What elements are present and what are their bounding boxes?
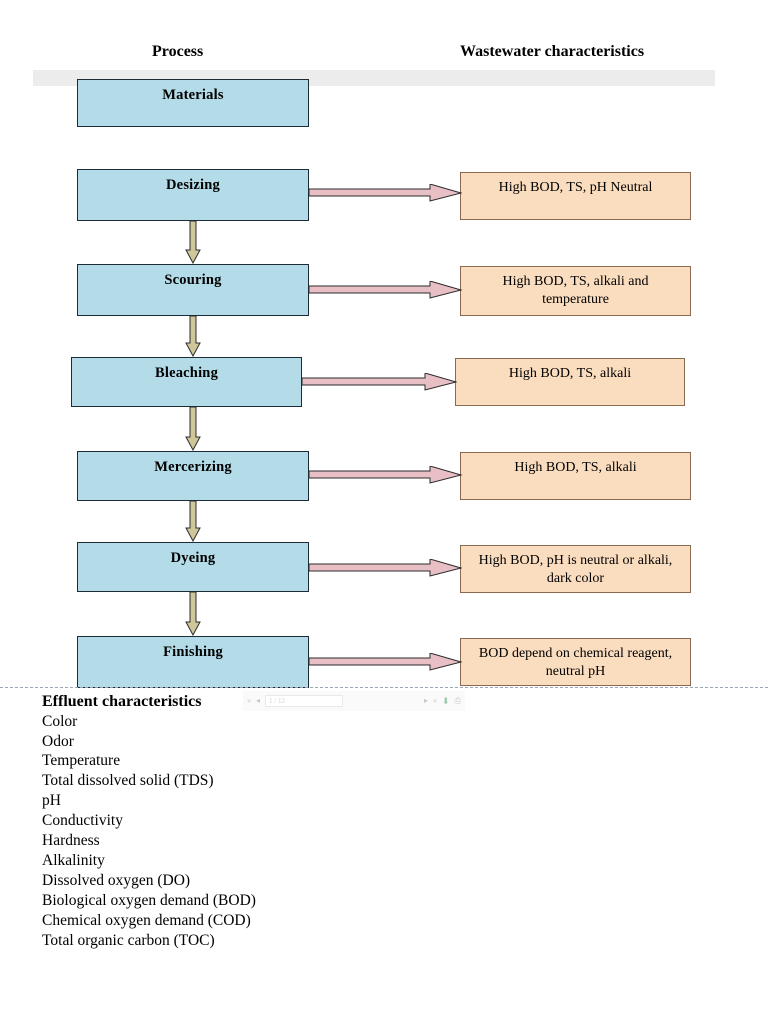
download-icon[interactable]: ⬇ [442,695,450,706]
wastewater-box-dyeing[interactable]: High BOD, pH is neutral or alkali, dark … [460,545,691,593]
effluent-arrow-scouring [309,281,462,299]
wastewater-box-label: High BOD, pH is neutral or alkali, dark … [478,553,673,586]
effluent-arrow-bleaching [302,373,457,391]
wastewater-box-finishing[interactable]: BOD depend on chemical reagent, neutral … [460,638,691,686]
wastewater-box-label: BOD depend on chemical reagent, neutral … [478,646,673,679]
effluent-list-item: Conductivity [42,812,123,830]
effluent-list-item: Hardness [42,832,100,850]
column-header-process: Process [152,43,204,60]
process-box-dyeing[interactable]: Dyeing [77,542,309,592]
process-box-scouring[interactable]: Scouring [77,264,309,316]
process-box-label: Desizing [166,177,220,193]
process-box-bleaching[interactable]: Bleaching [71,357,302,407]
effluent-arrow-finishing [309,653,462,671]
flow-arrow-down-dyeing-to-finishing [185,592,201,636]
process-box-mercerizing[interactable]: Mercerizing [77,451,309,501]
effluent-arrow-mercerizing [309,466,462,484]
process-box-desizing[interactable]: Desizing [77,169,309,221]
flow-arrow-down-materials-to-scouring [185,221,201,264]
effluent-characteristics-title: Effluent characteristics [42,693,202,710]
first-page-icon[interactable]: « [247,696,251,705]
wastewater-box-mercerizing[interactable]: High BOD, TS, alkali [460,452,691,500]
effluent-arrow-dyeing [309,559,462,577]
effluent-list-item: Temperature [42,752,121,770]
effluent-list-item: Total organic carbon (TOC) [42,932,215,950]
effluent-characteristics-block: Effluent characteristics Color Odor Temp… [42,692,442,951]
last-page-icon[interactable]: » [433,696,438,705]
effluent-arrow-desizing [309,184,462,202]
process-box-label: Materials [162,87,224,103]
flow-arrow-down-bleaching-to-mercerizing [185,407,201,451]
effluent-list-item: Color [42,712,78,730]
process-box-label: Finishing [163,644,223,660]
wastewater-box-label: High BOD, TS, alkali and temperature [502,274,649,307]
next-page-icon[interactable]: ▸ [424,696,429,705]
effluent-list-item: Odor [42,732,74,750]
process-box-label: Scouring [164,272,222,288]
wastewater-box-label: High BOD, TS, alkali [514,460,637,475]
process-box-label: Mercerizing [154,459,232,475]
flow-arrow-down-mercerizing-to-dyeing [185,501,201,542]
process-box-materials[interactable]: Materials [77,79,309,127]
effluent-list-item: Chemical oxygen demand (COD) [42,912,251,930]
page-number-input[interactable]: 1 / 12 [265,695,344,707]
wastewater-box-bleaching[interactable]: High BOD, TS, alkali [455,358,685,406]
wastewater-box-label: High BOD, TS, pH Neutral [498,180,653,195]
effluent-list-item: Dissolved oxygen (DO) [42,872,191,890]
effluent-list-item: Alkalinity [42,852,105,870]
column-header-wastewater: Wastewater characteristics [460,43,645,60]
wastewater-box-scouring[interactable]: High BOD, TS, alkali and temperature [460,266,691,316]
page-break-divider [0,687,768,688]
effluent-list-item: Total dissolved solid (TDS) [42,772,214,790]
process-box-finishing[interactable]: Finishing [77,636,309,688]
wastewater-box-label: High BOD, TS, alkali [508,366,632,381]
process-box-label: Bleaching [154,365,219,381]
wastewater-box-desizing[interactable]: High BOD, TS, pH Neutral [460,172,691,220]
effluent-list-item: pH [42,792,61,810]
print-icon[interactable]: ⎙ [454,696,461,705]
process-box-label: Dyeing [170,550,216,566]
pdf-viewer-toolbar[interactable]: « ◂ 1 / 12 ▸ » ⬇ ⎙ [243,691,465,711]
prev-page-icon[interactable]: ◂ [256,696,261,705]
flow-arrow-down-scouring-to-bleaching [185,316,201,357]
effluent-list-item: Biological oxygen demand (BOD) [42,892,256,910]
